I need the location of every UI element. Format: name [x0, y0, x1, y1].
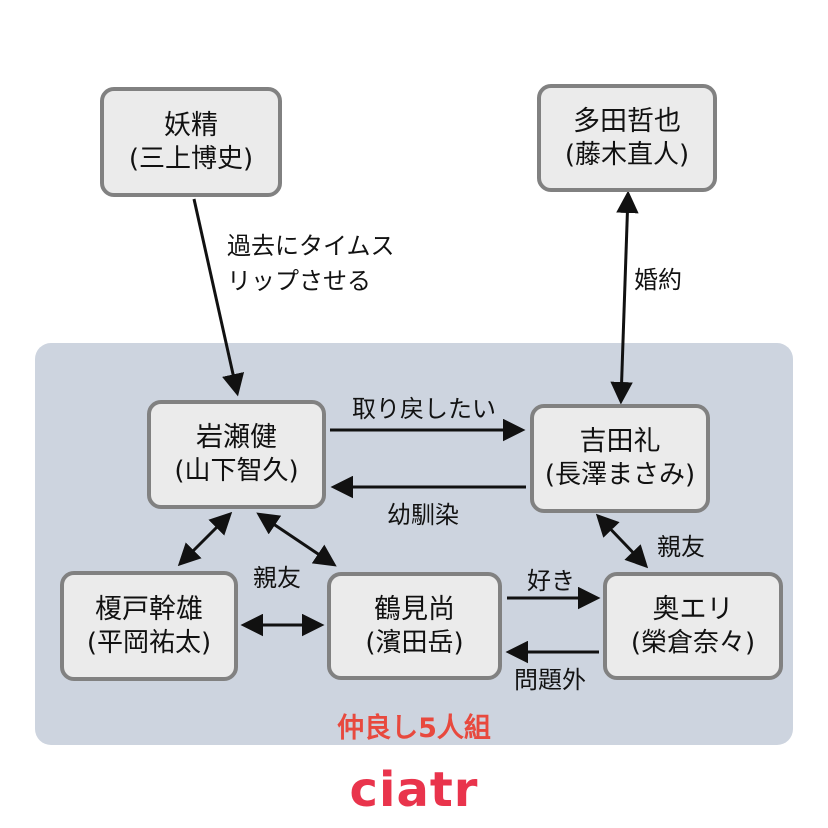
node-actor: (榮倉奈々) — [630, 627, 756, 658]
node-actor: (藤木直人) — [564, 139, 690, 170]
node-actor: (山下智久) — [174, 456, 299, 487]
node-actor: (濱田岳) — [365, 627, 464, 658]
edge-label-shinyu-right: 親友 — [657, 533, 705, 561]
node-actor: (三上博史) — [128, 143, 254, 174]
node-actor: (長澤まさみ) — [544, 460, 696, 491]
edge-label-osananajimi: 幼馴染 — [387, 501, 459, 529]
node-name: 妖精 — [164, 109, 218, 141]
edge-label-konyaku: 婚約 — [634, 266, 682, 294]
node-name: 榎戸幹雄 — [95, 593, 203, 625]
node-name: 岩瀬健 — [196, 422, 277, 454]
node-enokido: 榎戸幹雄 (平岡祐太) — [60, 571, 238, 681]
node-tada: 多田哲也 (藤木直人) — [537, 84, 717, 192]
edge-label-mondaigai: 問題外 — [514, 666, 586, 694]
node-yousei: 妖精 (三上博史) — [100, 87, 282, 197]
node-name: 吉田礼 — [579, 426, 661, 458]
group-caption: 仲良し5人組 — [337, 713, 491, 744]
node-oku: 奥エリ (榮倉奈々) — [603, 572, 783, 680]
node-yoshida: 吉田礼 (長澤まさみ) — [530, 404, 710, 513]
node-tsurumi: 鶴見尚 (濱田岳) — [327, 572, 502, 680]
node-actor: (平岡祐太) — [86, 627, 212, 658]
ciatr-logo: ciatr — [349, 762, 479, 818]
edge-label-timeslip: 過去にタイムス リップさせる — [227, 232, 395, 295]
edge-label-torimodoshitai: 取り戻したい — [352, 395, 496, 423]
node-iwase: 岩瀬健 (山下智久) — [147, 400, 326, 509]
edge-label-suki: 好き — [527, 567, 575, 595]
edge-label-shinyu-left: 親友 — [253, 564, 301, 592]
node-name: 多田哲也 — [573, 105, 681, 137]
node-name: 奥エリ — [652, 593, 734, 625]
node-name: 鶴見尚 — [374, 593, 455, 625]
